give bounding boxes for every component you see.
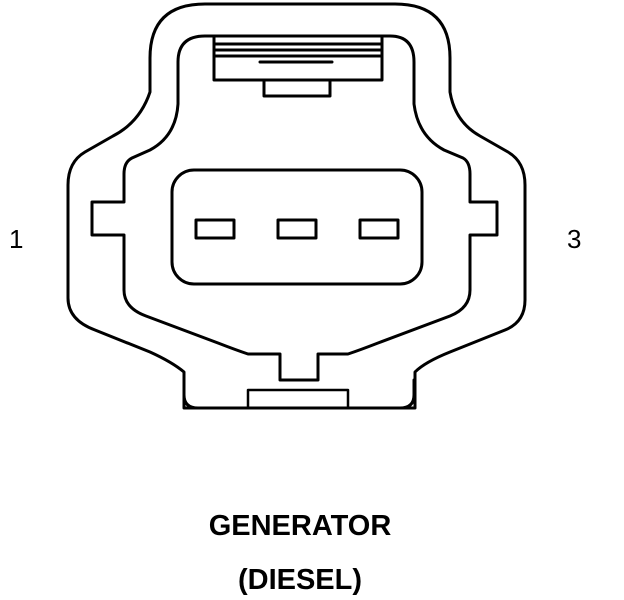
pin-1-label: 1 [9,224,24,254]
terminal-recess [170,168,424,286]
locking-latch [212,34,384,82]
diagram-subtitle: (DIESEL) [237,564,363,596]
pin-3-label: 3 [567,224,582,254]
diagram-title: GENERATOR [208,510,392,542]
terminal-cavity-2 [276,218,318,240]
connector-bottom-tab [182,378,416,410]
connector-outer-housing [66,2,527,410]
terminal-cavity-3 [358,218,400,240]
connector-bottom-notch [246,388,350,410]
latch-tab [262,78,332,98]
terminal-cavity-1 [194,218,236,240]
connector-inner-shell [90,34,499,382]
